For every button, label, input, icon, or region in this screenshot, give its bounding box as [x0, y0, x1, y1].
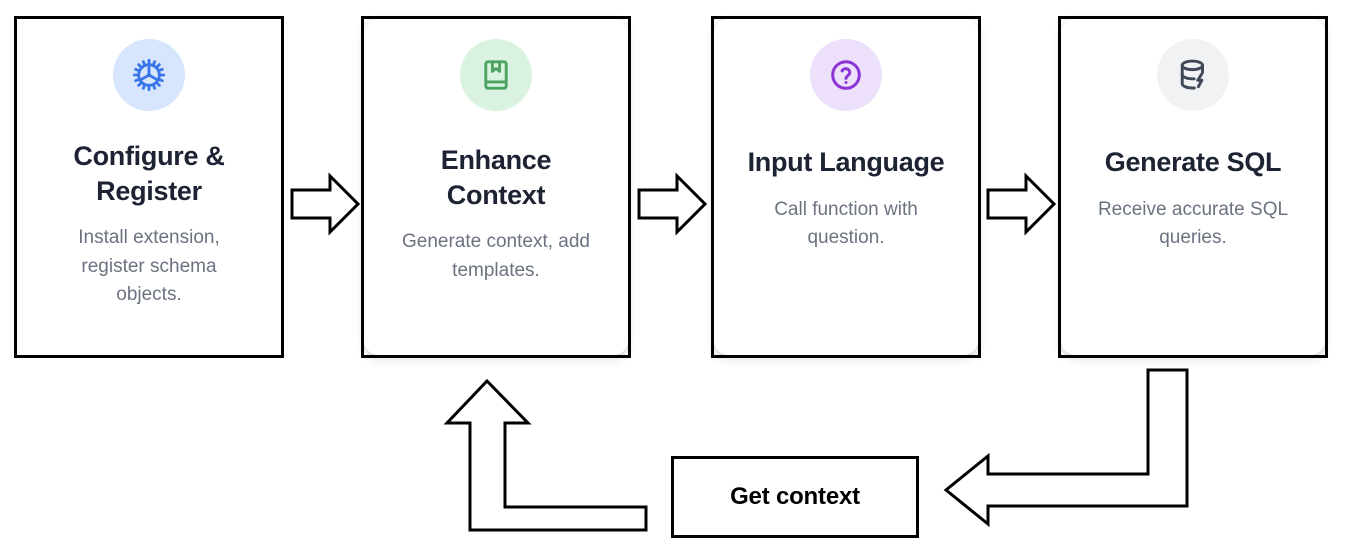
step-card-input-language[interactable]: Input Language Call function with questi… [711, 16, 981, 358]
step-card-title: Configure & Register [73, 141, 225, 206]
question-circle-icon-badge [810, 39, 882, 111]
get-context-label: Get context [730, 483, 860, 510]
step-card-surface: Generate SQL Receive accurate SQL querie… [1061, 19, 1325, 355]
step-card-surface: Enhance Context Generate context, add te… [364, 19, 628, 355]
step-card-generate-sql[interactable]: Generate SQL Receive accurate SQL querie… [1058, 16, 1328, 358]
step-card-description: Call function with question. [774, 198, 918, 249]
step-card-surface: Configure & Register Install extension, … [17, 19, 281, 355]
flow-arrow-right-3 [986, 172, 1057, 236]
gear-icon [129, 55, 169, 95]
database-lightning-icon [1174, 56, 1212, 94]
book-bookmark-icon-badge [460, 39, 532, 111]
step-card-title: Generate SQL [1104, 147, 1282, 177]
step-card-title: Input Language [747, 147, 945, 177]
flow-arrow-feedback-up [443, 378, 648, 532]
get-context-node[interactable]: Get context [671, 456, 919, 538]
gear-icon-badge [113, 39, 185, 111]
step-card-title: Enhance Context [440, 145, 552, 210]
step-card-surface: Input Language Call function with questi… [714, 19, 978, 355]
question-circle-icon [827, 56, 865, 94]
flow-arrow-right-1 [290, 172, 361, 236]
flow-arrow-right-2 [637, 172, 708, 236]
step-card-description: Install extension, register schema objec… [78, 227, 220, 306]
step-card-description: Generate context, add templates. [401, 231, 590, 281]
book-bookmark-icon [478, 57, 514, 93]
step-card-description: Receive accurate SQL queries. [1097, 198, 1289, 249]
step-card-configure-register[interactable]: Configure & Register Install extension, … [14, 16, 284, 358]
flow-arrow-feedback-left [943, 368, 1189, 528]
step-card-enhance-context[interactable]: Enhance Context Generate context, add te… [361, 16, 631, 358]
database-lightning-icon-badge [1157, 39, 1229, 111]
